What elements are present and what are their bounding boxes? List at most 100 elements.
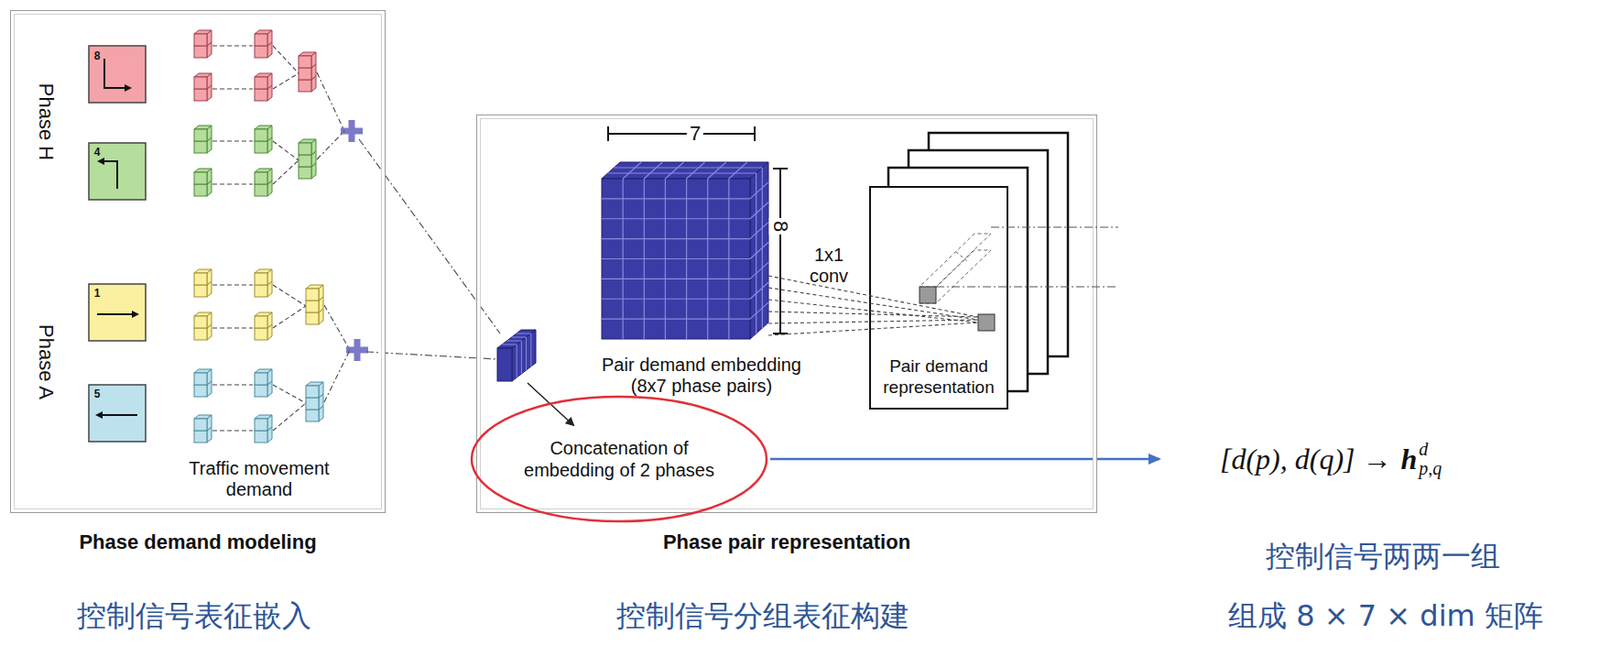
text-label: 7 (686, 121, 704, 145)
dashed-line (316, 130, 345, 160)
dashed-line (768, 287, 979, 320)
dimension-line (608, 126, 755, 142)
grid-line (601, 258, 751, 260)
embedding-cube (305, 288, 319, 301)
dashed-line (212, 140, 253, 142)
embedding-cube (206, 73, 212, 89)
movement-icon (88, 45, 146, 103)
chinese-caption: 组成 8 × 7 × dim 矩阵 (1228, 598, 1544, 633)
concat-vector (497, 348, 512, 381)
embedding-cube (298, 79, 312, 92)
movement-arrow (97, 313, 138, 316)
embedding-cube (206, 30, 212, 46)
embedding-cube (267, 269, 273, 285)
dashed-line (272, 160, 299, 185)
text-label: 1x1 conv (801, 244, 857, 287)
formula: [d(p), d(q)] →hdp,q (1214, 435, 1448, 482)
callout-number: 1 (94, 287, 101, 301)
embedding-cube (305, 397, 319, 410)
dashed-line (768, 311, 979, 317)
dashed-line (212, 429, 253, 431)
grid-line (601, 318, 751, 320)
dashed-line (768, 322, 979, 336)
grid-line (601, 197, 751, 199)
dashed-line (212, 87, 253, 89)
node-text: p,q (1418, 458, 1442, 479)
embedding-cube (267, 125, 273, 142)
connector-arrow (770, 457, 1160, 461)
movement-icon (88, 142, 146, 200)
movement-icon (88, 384, 146, 442)
grid-line (601, 217, 751, 219)
text-label: Traffic movement demand (176, 457, 342, 501)
embedding-cube (298, 67, 312, 80)
dimension-line (772, 168, 788, 334)
embedding-cube (206, 369, 212, 385)
embedding-cube (267, 73, 273, 89)
embedding-cube (206, 414, 212, 431)
embedding-cube (305, 385, 319, 398)
embedding-cube (254, 184, 268, 196)
embedding-cube (194, 88, 207, 101)
node-text: Phase demand modeling (78, 530, 316, 555)
output-cell (978, 314, 995, 331)
node-text: [d(p), d(q)] → (1219, 442, 1393, 477)
embedding-cube (311, 52, 316, 68)
embedding-cube (298, 142, 312, 155)
script-stack: dp,q (1418, 439, 1442, 479)
movement-arrow (97, 413, 138, 416)
callout-number: 4 (94, 146, 101, 160)
embedding-cube (194, 327, 207, 340)
grid-line (601, 238, 751, 240)
dashed-line (272, 402, 306, 431)
text-label: Phase A (33, 324, 57, 400)
ellipse-outline (469, 394, 769, 523)
receptive-prism (956, 251, 968, 262)
embedding-cube (206, 269, 212, 285)
embedding-cube (305, 312, 319, 325)
grid-line (601, 298, 751, 300)
output-cell (919, 286, 937, 304)
embedding-cube (206, 312, 212, 328)
embedding-cube (194, 315, 207, 328)
grid-line (608, 172, 757, 174)
embedding-cube (267, 369, 273, 385)
dashed-line (768, 299, 979, 323)
embedding-cube (194, 372, 207, 385)
dashed-line (272, 305, 306, 328)
chinese-caption: 控制信号分组表征构建 (616, 598, 910, 633)
node-text: Phase pair representation (663, 530, 911, 555)
embedding-cube (194, 76, 207, 89)
embedding-cube (267, 30, 273, 46)
movement-icon (88, 283, 146, 341)
leader-line (990, 226, 1119, 228)
dashed-line (272, 284, 306, 306)
embedding-cube (254, 327, 268, 340)
embedding-cube (305, 300, 319, 313)
chinese-caption: 控制信号表征嵌入 (76, 598, 312, 633)
grid-line (525, 337, 527, 371)
grid-line (613, 166, 762, 168)
grid-line (643, 162, 663, 179)
grid-line (686, 162, 706, 179)
embedding-cube (254, 430, 268, 443)
embedding-cube (254, 129, 268, 142)
embedding-cube (267, 168, 273, 185)
grid-line (506, 340, 522, 342)
grid-line (601, 278, 751, 280)
embedding-cube (267, 414, 273, 431)
embedding-cube (194, 184, 207, 196)
embedding-cube (254, 315, 268, 328)
embedding-cube (318, 381, 324, 398)
embedding-cube (254, 272, 268, 285)
grid-line (707, 162, 727, 179)
embedding-cube (194, 272, 207, 285)
embedding-cube (305, 409, 319, 422)
panel-box: Phase pair representationConcatenation o… (476, 114, 1098, 513)
feature-map: Pair demand representation (869, 185, 1009, 410)
embedding-cube (194, 430, 207, 443)
grid-line (622, 162, 642, 179)
embedding-cube (194, 129, 207, 142)
embedding-cube (194, 45, 207, 58)
